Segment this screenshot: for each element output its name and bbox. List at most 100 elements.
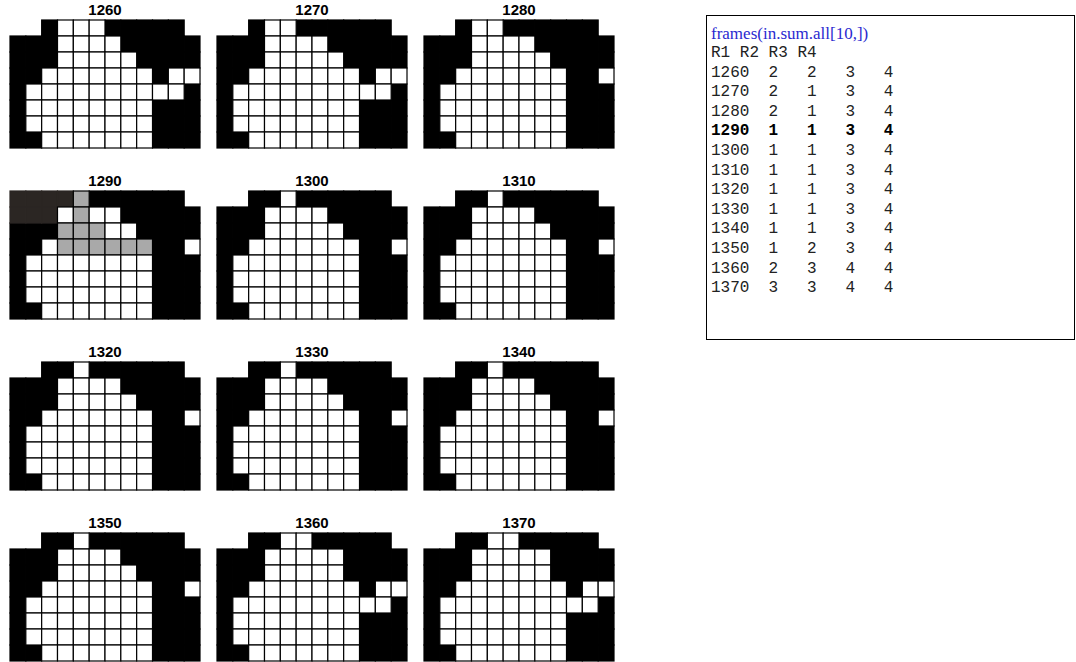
grid-cell — [551, 68, 567, 84]
grid-cell — [249, 410, 265, 426]
grid-cell — [89, 239, 105, 255]
grid-cell — [567, 426, 583, 442]
grid-cell — [137, 36, 153, 52]
grid-cell — [105, 191, 121, 207]
grid-cell — [391, 100, 407, 116]
grid-cell — [567, 255, 583, 271]
grid-cell — [598, 458, 614, 474]
grid-cell — [519, 533, 535, 549]
grid-cell — [503, 597, 519, 613]
grid-cell — [598, 84, 614, 100]
grid-cell — [360, 565, 376, 581]
grid-cell — [344, 597, 360, 613]
grid-cell — [73, 474, 89, 490]
grid-cell — [360, 581, 376, 597]
grid-cell — [168, 287, 184, 303]
grid-cell — [360, 84, 376, 100]
grid-cell — [42, 410, 58, 426]
grid-cell — [296, 255, 312, 271]
grid-cell — [598, 581, 614, 597]
grid-cell — [582, 239, 598, 255]
grid-cell — [217, 394, 233, 410]
grid-cell — [391, 629, 407, 645]
grid-cell — [280, 255, 296, 271]
grid-cell — [535, 362, 551, 378]
grid-cell — [456, 410, 472, 426]
grid-cell — [233, 458, 249, 474]
grid-cell — [567, 223, 583, 239]
grid-cell — [168, 629, 184, 645]
grid-cell — [519, 474, 535, 490]
grid-cell — [519, 394, 535, 410]
grid-cell — [184, 239, 200, 255]
grid-cell — [233, 116, 249, 132]
grid-cell — [375, 191, 391, 207]
binary-frame-grid — [217, 20, 407, 148]
grid-cell — [424, 271, 440, 287]
grid-cell — [440, 255, 456, 271]
grid-cell — [456, 191, 472, 207]
grid-cell — [10, 474, 26, 490]
grid-cell — [472, 20, 488, 36]
grid-cell — [265, 549, 281, 565]
grid-cell — [598, 116, 614, 132]
grid-cell — [391, 116, 407, 132]
grid-cell — [503, 68, 519, 84]
grid-cell — [487, 36, 503, 52]
grid-cell — [73, 132, 89, 148]
grid-cell — [519, 287, 535, 303]
grid-cell — [10, 100, 26, 116]
grid-cell — [582, 191, 598, 207]
grid-cell — [503, 223, 519, 239]
grid-cell — [503, 410, 519, 426]
grid-cell — [296, 458, 312, 474]
grid-cell — [137, 442, 153, 458]
grid-cell — [184, 132, 200, 148]
grid-cell — [233, 549, 249, 565]
grid-cell — [487, 442, 503, 458]
grid-cell — [249, 207, 265, 223]
grid-cell — [280, 410, 296, 426]
grid-cell — [519, 68, 535, 84]
grid-cell — [42, 442, 58, 458]
grid-cell — [487, 52, 503, 68]
grid-cell — [265, 629, 281, 645]
grid-cell — [472, 36, 488, 52]
grid-cell — [153, 100, 169, 116]
grid-cell — [344, 426, 360, 442]
grid-cell — [344, 239, 360, 255]
grid-cell — [121, 410, 137, 426]
grid-cell — [375, 255, 391, 271]
grid-cell — [168, 565, 184, 581]
grid-cell — [58, 191, 74, 207]
grid-cell — [296, 581, 312, 597]
grid-cell — [153, 207, 169, 223]
grid-cell — [153, 303, 169, 319]
grid-cell — [503, 36, 519, 52]
grid-cell — [42, 362, 58, 378]
grid-cell — [10, 458, 26, 474]
grid-cell — [551, 474, 567, 490]
grid-cell — [217, 52, 233, 68]
grid-cell — [184, 255, 200, 271]
grid-cell — [217, 303, 233, 319]
grid-cell — [89, 271, 105, 287]
grid-cell — [535, 394, 551, 410]
grid-cell — [26, 565, 42, 581]
grid-cell — [121, 581, 137, 597]
grid-cell — [312, 410, 328, 426]
grid-cell — [360, 474, 376, 490]
grid-cell — [328, 287, 344, 303]
grid-cell — [26, 581, 42, 597]
grid-cell — [503, 458, 519, 474]
grid-cell — [168, 100, 184, 116]
grid-cell — [137, 191, 153, 207]
grid-cell — [375, 581, 391, 597]
grid-cell — [567, 100, 583, 116]
grid-cell — [58, 378, 74, 394]
grid-cell — [153, 565, 169, 581]
grid-cell — [249, 68, 265, 84]
grid-cell — [551, 597, 567, 613]
grid-cell — [456, 378, 472, 394]
grid-cell — [89, 303, 105, 319]
